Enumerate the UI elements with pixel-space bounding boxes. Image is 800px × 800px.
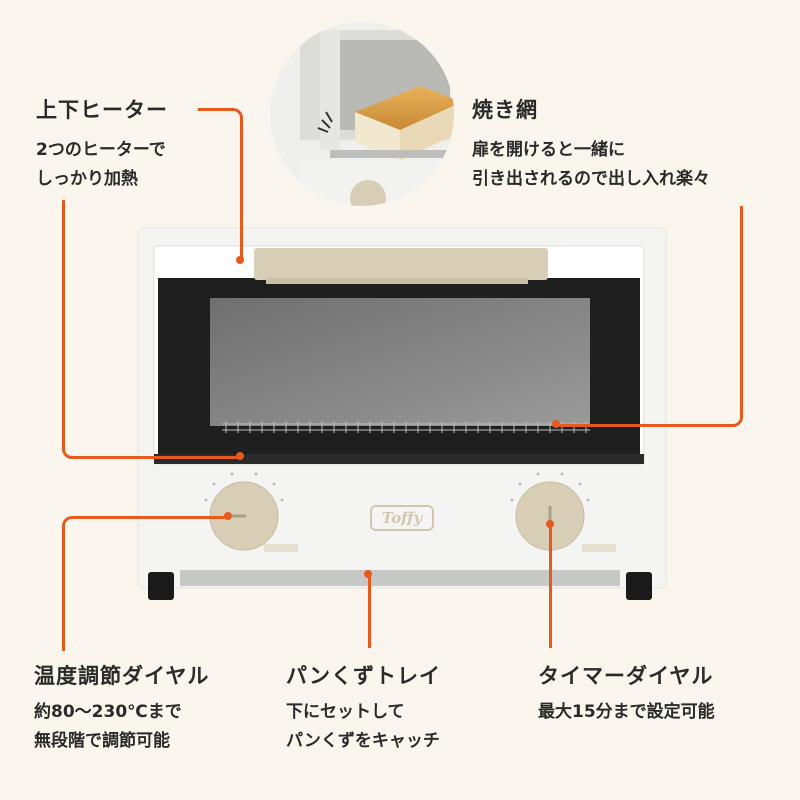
brand-logo: Toffy xyxy=(370,505,434,531)
timer-dial-title: タイマーダイヤル xyxy=(538,664,714,688)
rack-desc-2: 引き出されるので出し入れ楽々 xyxy=(472,169,710,189)
leader-crumb-tray xyxy=(368,576,371,648)
leader-temp-dial xyxy=(62,516,231,651)
crumb-tray-title: パンくずトレイ xyxy=(286,664,442,688)
leader-heater-top xyxy=(198,108,243,263)
temp-dial-desc-1: 約80〜230℃まで xyxy=(34,702,182,722)
crumb-tray xyxy=(180,570,620,586)
rack-inset-photo xyxy=(270,22,454,206)
rack-desc-1: 扉を開けると一緒に xyxy=(472,140,625,160)
heater-title: 上下ヒーター xyxy=(36,98,168,122)
leader-timer-dial xyxy=(549,524,552,648)
temp-dial-desc-2: 無段階で調節可能 xyxy=(34,731,170,751)
heater-desc-1: 2つのヒーターで xyxy=(36,140,166,160)
temp-dial-title: 温度調節ダイヤル xyxy=(34,664,210,688)
leader-rack xyxy=(556,206,743,427)
timer-dial-desc-1: 最大15分まで設定可能 xyxy=(538,702,715,722)
door-handle xyxy=(254,248,548,280)
crumb-tray-desc-1: 下にセットして xyxy=(286,702,405,722)
heater-desc-2: しっかり加熱 xyxy=(36,169,138,189)
rack-title: 焼き網 xyxy=(472,98,538,122)
toast-icon xyxy=(355,86,454,160)
crumb-tray-desc-2: パンくずをキャッチ xyxy=(286,731,440,751)
leader-heater-bottom xyxy=(62,200,243,459)
